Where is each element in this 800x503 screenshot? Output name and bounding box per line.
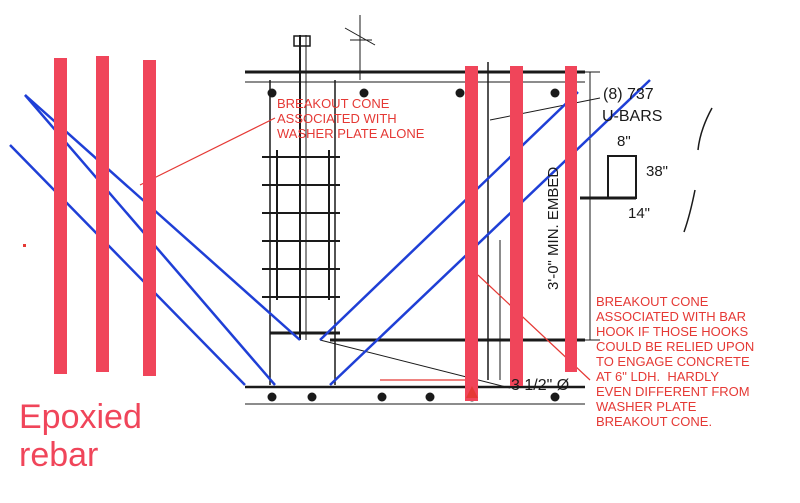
rebar-dot bbox=[377, 392, 387, 402]
red-bar-4 bbox=[465, 66, 478, 401]
rebar-dot bbox=[307, 392, 317, 402]
rebar-dot bbox=[425, 392, 435, 402]
leader-washer-cone bbox=[139, 117, 276, 186]
rebar-dot bbox=[455, 88, 465, 98]
cone-left-to-washer bbox=[24, 94, 301, 341]
cone-right-inner bbox=[319, 91, 579, 341]
diameter-leader bbox=[319, 339, 511, 389]
hook-cone-note: BREAKOUT CONE ASSOCIATED WITH BAR HOOK I… bbox=[596, 294, 755, 429]
rebar-dot bbox=[550, 88, 560, 98]
red-arrow bbox=[466, 386, 478, 398]
rebar-dot bbox=[267, 392, 277, 402]
margin-arc-1 bbox=[697, 107, 713, 151]
washer-cone-note: BREAKOUT CONE ASSOCIATED WITH WASHER PLA… bbox=[277, 96, 425, 141]
cone-left-inner bbox=[9, 144, 246, 386]
rod-nut bbox=[293, 35, 311, 47]
margin-arc-2 bbox=[683, 189, 696, 233]
dim-14: 14" bbox=[628, 205, 651, 222]
epoxied-rebar-label: Epoxied rebar bbox=[19, 398, 142, 474]
red-bar-6 bbox=[565, 66, 577, 372]
rebar-dot bbox=[359, 88, 369, 98]
u-bar-detail bbox=[607, 155, 637, 199]
rebar-dot bbox=[550, 392, 560, 402]
rebar-dot bbox=[267, 88, 277, 98]
red-bar-2 bbox=[96, 56, 109, 372]
ubars-count: (8) 737 bbox=[603, 86, 654, 103]
rebar-cage bbox=[262, 150, 340, 300]
dim-38: 38" bbox=[646, 163, 669, 180]
red-bar-1 bbox=[54, 58, 67, 374]
dim-8: 8" bbox=[617, 133, 631, 150]
cone-right-outer bbox=[329, 79, 651, 386]
red-bar-5 bbox=[510, 66, 523, 386]
ubars-label: U-BARS bbox=[602, 108, 663, 125]
u-bar-leader bbox=[489, 97, 601, 121]
small-red-dot bbox=[23, 244, 26, 247]
red-bar-3 bbox=[143, 60, 156, 376]
embed-dim-label: 3'-0" MIN. EMBED bbox=[545, 166, 562, 290]
epoxied-rebar-bars bbox=[54, 56, 577, 401]
dim-diameter: 3 1/2" Ø bbox=[511, 377, 570, 394]
dim-top-2 bbox=[344, 27, 376, 46]
